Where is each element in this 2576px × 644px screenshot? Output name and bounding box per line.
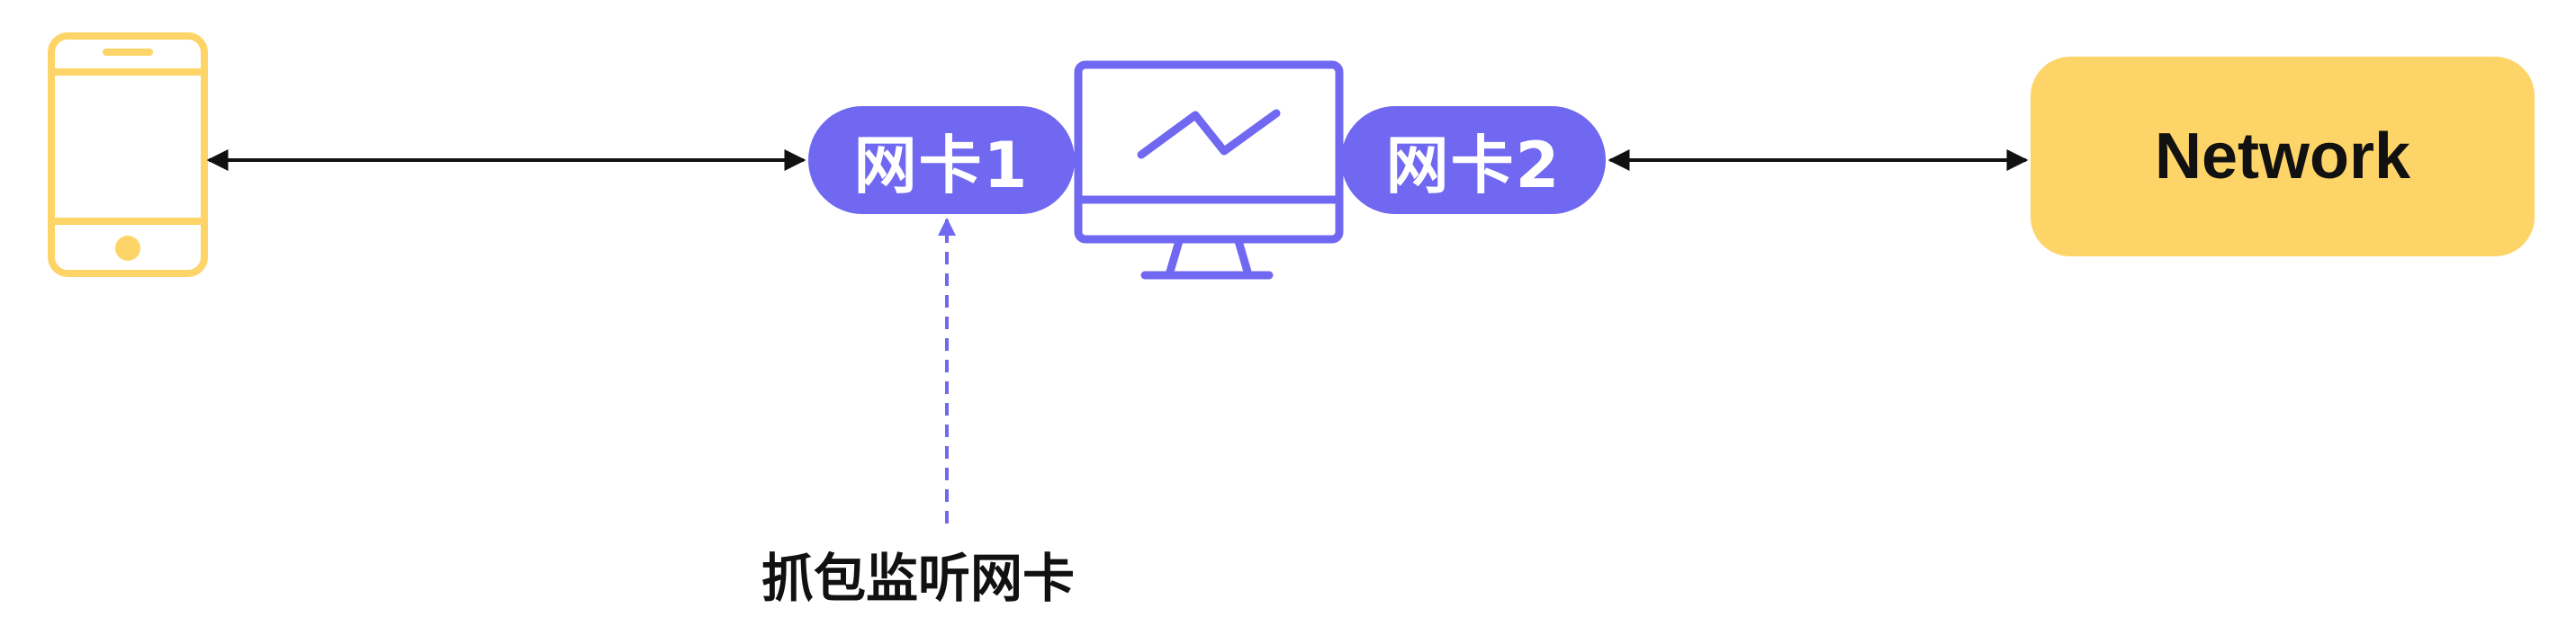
nic1-node: 网卡1 bbox=[808, 106, 1075, 214]
monitor-chart-icon bbox=[1074, 60, 1344, 280]
nic2-node: 网卡2 bbox=[1341, 106, 1606, 214]
network-node: Network bbox=[2031, 57, 2535, 256]
capture-annotation-label: 抓包监听网卡 bbox=[761, 548, 1075, 609]
nic1-label: 网卡1 bbox=[853, 128, 1030, 202]
network-label: Network bbox=[2154, 121, 2411, 192]
smartphone-icon bbox=[48, 32, 208, 277]
nic2-label: 网卡2 bbox=[1385, 128, 1562, 202]
